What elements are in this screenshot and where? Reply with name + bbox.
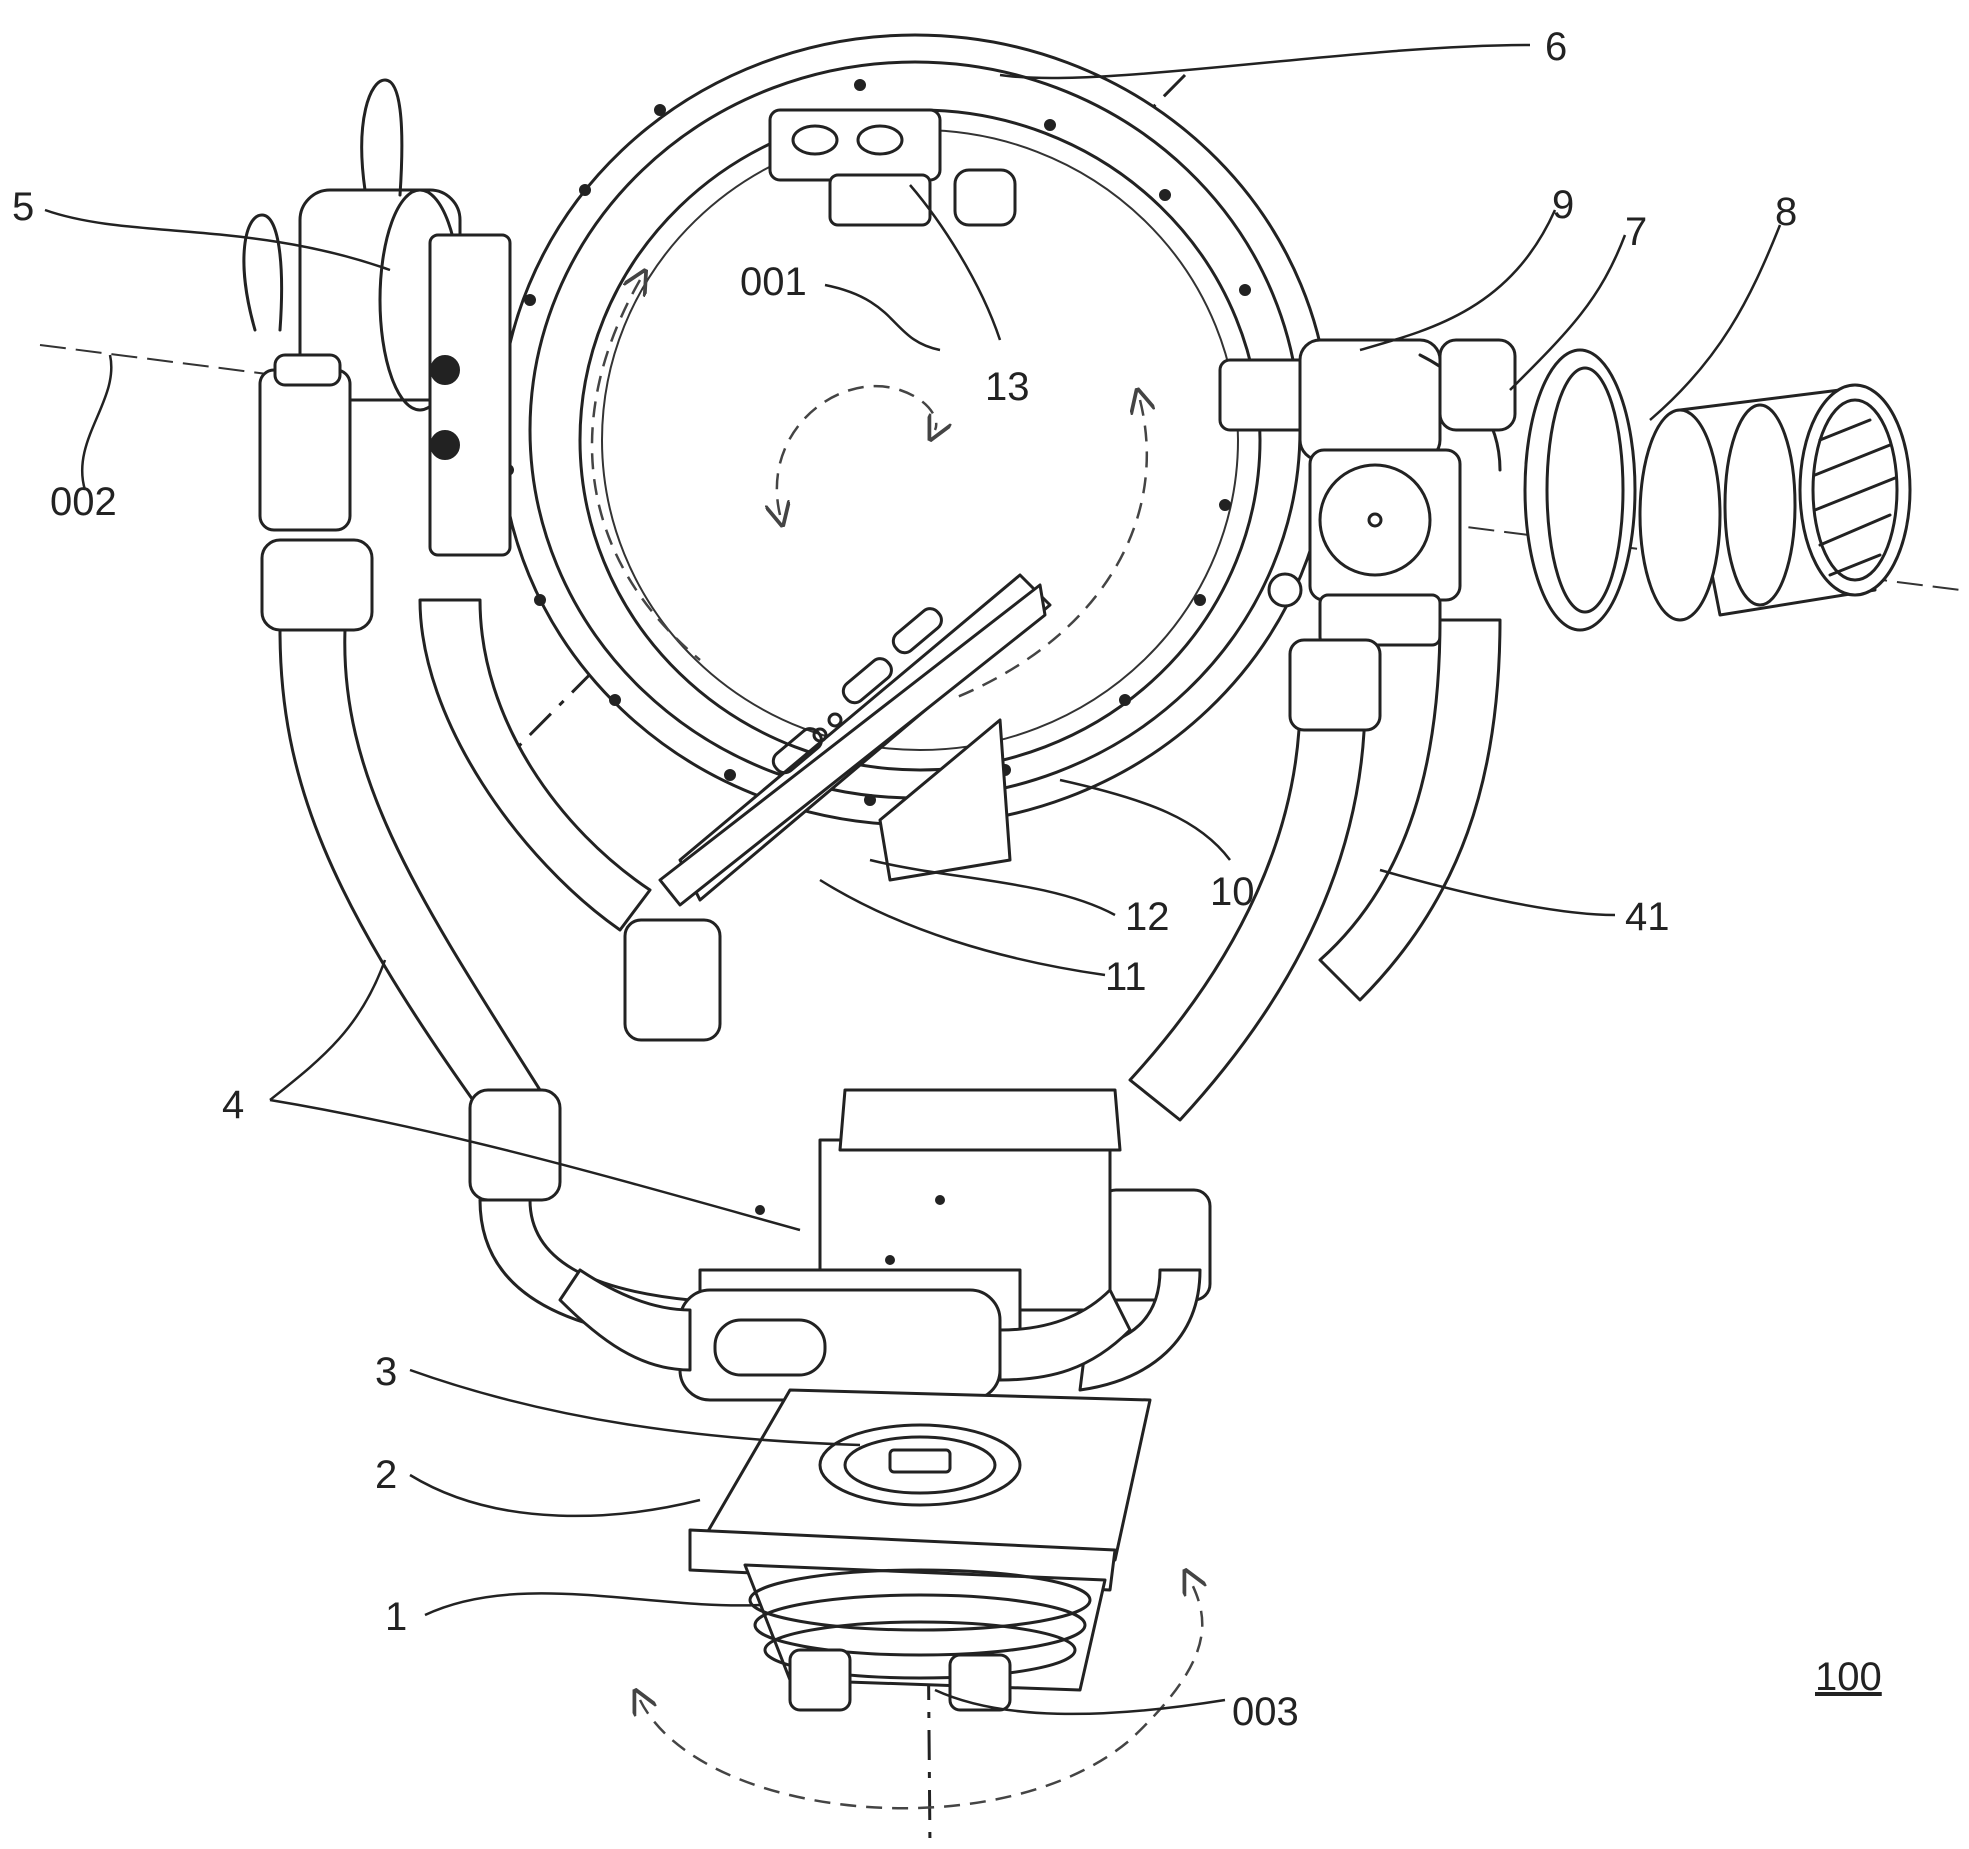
pan-rotation-arrow — [640, 1580, 1202, 1810]
leader-1 — [424, 1592, 761, 1617]
leader-2 — [409, 1473, 701, 1518]
top-clamp — [768, 108, 1017, 227]
leader-13 — [909, 184, 1002, 341]
label-100: 100 — [1815, 1655, 1882, 1699]
adapter-ring — [1523, 348, 1637, 632]
label-3: 3 — [375, 1350, 397, 1394]
leader-3 — [409, 1368, 861, 1447]
leader-002 — [80, 354, 113, 491]
pan-mount-plate — [688, 1388, 1152, 1592]
label-5: 5 — [12, 185, 34, 229]
label-7: 7 — [1625, 210, 1647, 254]
label-001: 001 — [740, 260, 807, 304]
leader-10 — [1059, 778, 1231, 861]
leader-11 — [819, 878, 1106, 977]
label-11: 11 — [1105, 955, 1147, 999]
leader-4-mid — [269, 1098, 801, 1232]
pan-axis — [923, 1249, 932, 1849]
label-41: 41 — [1625, 895, 1670, 939]
leader-003 — [934, 1688, 1226, 1716]
label-9: 9 — [1552, 183, 1574, 227]
leader-12 — [869, 858, 1116, 917]
ring-bolts — [502, 79, 1251, 806]
reference-labels: 6 5 9 7 8 001 13 002 10 12 41 11 4 3 2 1… — [12, 25, 1882, 1734]
leader-41 — [1379, 868, 1616, 917]
leader-lines — [44, 43, 1782, 1716]
label-002: 002 — [50, 480, 117, 524]
label-003: 003 — [1232, 1690, 1299, 1734]
left-tilt-motor — [242, 78, 512, 632]
label-8: 8 — [1775, 190, 1797, 234]
label-13: 13 — [985, 365, 1030, 409]
label-4: 4 — [222, 1083, 244, 1127]
counterweight-cylinder — [1638, 383, 1912, 622]
leader-8 — [1649, 224, 1782, 421]
pan-motor — [743, 1563, 1107, 1712]
roll-rotation-arrow-right — [949, 400, 1147, 702]
leader-001 — [824, 283, 941, 352]
leader-5 — [44, 208, 391, 272]
base-bracket — [558, 1088, 1132, 1402]
leader-4-left — [269, 959, 387, 1101]
label-2: 2 — [375, 1453, 397, 1497]
label-10: 10 — [1210, 870, 1255, 914]
label-6: 6 — [1545, 25, 1567, 69]
leader-9 — [1359, 209, 1557, 352]
roll-rotation-arrow-left — [590, 280, 701, 661]
right-arm — [1078, 618, 1502, 1392]
leader-7 — [1509, 234, 1627, 391]
label-12: 12 — [1125, 895, 1170, 939]
leader-6 — [999, 43, 1531, 80]
label-1: 1 — [385, 1595, 407, 1639]
camera-plate — [658, 573, 1052, 907]
tilt-rotation-arrow — [777, 384, 936, 515]
